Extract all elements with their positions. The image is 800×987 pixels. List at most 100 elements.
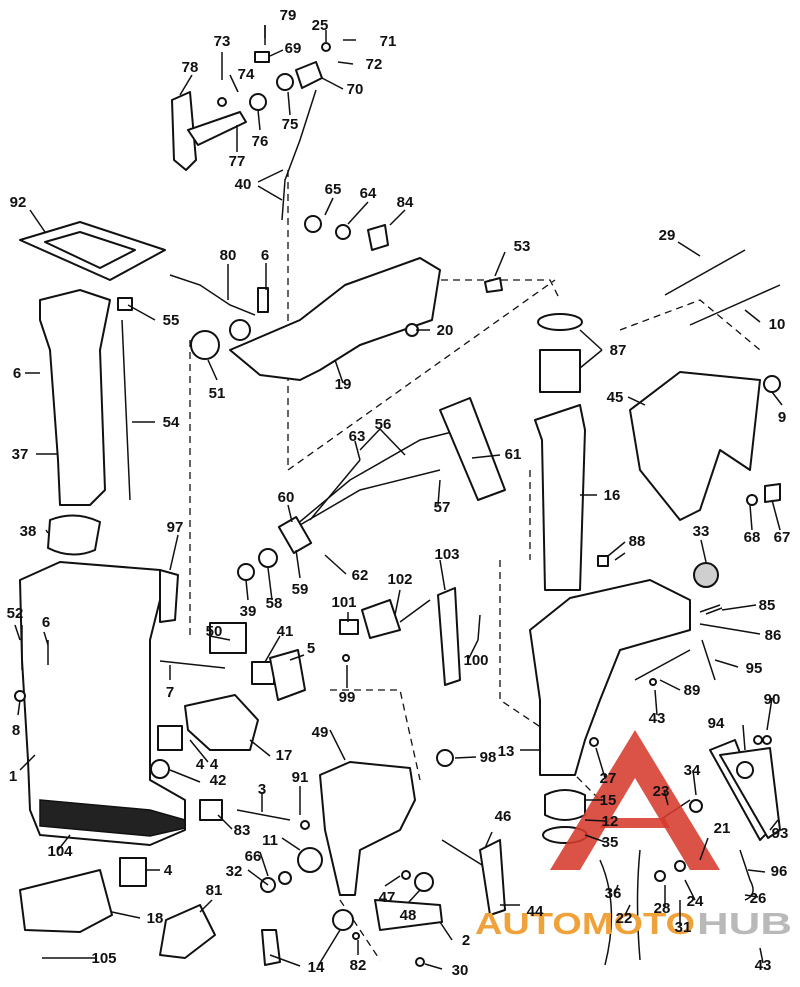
- callout-48: 48: [400, 907, 417, 924]
- callout-6-repeat-lower: 6: [42, 614, 50, 631]
- callout-61: 61: [505, 446, 522, 463]
- callout-42: 42: [210, 772, 227, 789]
- callout-99: 99: [339, 689, 356, 706]
- callout-50: 50: [206, 623, 223, 640]
- callout-21: 21: [714, 820, 731, 837]
- callout-74: 74: [238, 66, 255, 83]
- callout-81: 81: [206, 882, 223, 899]
- callout-16: 16: [604, 487, 621, 504]
- callout-98: 98: [480, 749, 497, 766]
- callout-5: 5: [307, 640, 315, 657]
- callout-56: 56: [375, 416, 392, 433]
- callout-31: 31: [675, 919, 692, 936]
- callout-60: 60: [278, 489, 295, 506]
- callout-103: 103: [434, 546, 459, 563]
- callout-11: 11: [262, 832, 278, 849]
- callout-19: 19: [335, 376, 352, 393]
- callout-24: 24: [687, 893, 704, 910]
- callout-labels: 1 2 3 4 5 6 7 8 9 10 11 12 13 14 15 16 1…: [7, 7, 791, 979]
- callout-27: 27: [600, 770, 617, 787]
- callout-102: 102: [387, 571, 412, 588]
- callout-43: 43: [649, 710, 666, 727]
- callout-9: 9: [778, 409, 786, 426]
- callout-35: 35: [602, 834, 619, 851]
- callout-36: 36: [605, 885, 622, 902]
- callout-25: 25: [312, 17, 329, 34]
- callout-64: 64: [360, 185, 377, 202]
- callout-71: 71: [380, 33, 397, 50]
- callout-86: 86: [765, 627, 782, 644]
- callout-13: 13: [498, 743, 515, 760]
- callout-95: 95: [746, 660, 763, 677]
- callout-29: 29: [659, 227, 676, 244]
- callout-2: 2: [462, 932, 470, 949]
- callout-4-repeat-lower: 4: [164, 862, 173, 879]
- callout-30: 30: [452, 962, 469, 979]
- callout-1: 1: [9, 768, 17, 785]
- callout-8: 8: [12, 722, 20, 739]
- callout-43-repeat: 43: [755, 957, 772, 974]
- callout-44: 44: [527, 903, 544, 920]
- callout-4-repeat-upper: 4: [196, 756, 205, 773]
- callout-7: 7: [166, 684, 174, 701]
- callout-92: 92: [10, 194, 27, 211]
- callout-57: 57: [434, 499, 451, 516]
- callout-6: 6: [261, 247, 269, 264]
- callout-46: 46: [495, 808, 512, 825]
- callout-53: 53: [514, 238, 531, 255]
- callout-68: 68: [744, 529, 761, 546]
- callout-97: 97: [167, 519, 184, 536]
- callout-41: 41: [277, 623, 294, 640]
- callout-72: 72: [366, 56, 383, 73]
- parts-artwork: [14, 25, 781, 967]
- callout-15: 15: [600, 792, 617, 809]
- callout-58: 58: [266, 595, 283, 612]
- callout-26: 26: [750, 890, 767, 907]
- leader-lines: [14, 25, 783, 970]
- callout-89: 89: [684, 682, 701, 699]
- callout-51: 51: [209, 385, 226, 402]
- callout-66: 66: [245, 848, 262, 865]
- watermark-brand-part1: AUTOMOTO: [475, 906, 695, 941]
- callout-45: 45: [607, 389, 624, 406]
- callout-20: 20: [437, 322, 454, 339]
- callout-100: 100: [463, 652, 488, 669]
- callout-94: 94: [708, 715, 725, 732]
- callout-76: 76: [252, 133, 269, 150]
- callout-62: 62: [352, 567, 369, 584]
- callout-23: 23: [653, 783, 670, 800]
- callout-3: 3: [258, 781, 266, 798]
- callout-12: 12: [602, 813, 619, 830]
- callout-55: 55: [163, 312, 180, 329]
- callout-85: 85: [759, 597, 776, 614]
- callout-32: 32: [226, 863, 243, 880]
- callout-14: 14: [308, 959, 325, 976]
- callout-52: 52: [7, 605, 24, 622]
- watermark: AUTOMOTO HUB: [475, 730, 792, 941]
- callout-96: 96: [771, 863, 788, 880]
- callout-4: 4: [210, 756, 219, 773]
- watermark-triangle: [550, 730, 720, 870]
- callout-54: 54: [163, 414, 180, 431]
- callout-88: 88: [629, 533, 646, 550]
- callout-33: 33: [693, 523, 710, 540]
- callout-87: 87: [610, 342, 627, 359]
- callout-73: 73: [214, 33, 231, 50]
- callout-28: 28: [654, 900, 671, 917]
- callout-79: 79: [280, 7, 297, 24]
- callout-65: 65: [325, 181, 342, 198]
- callout-49: 49: [312, 724, 329, 741]
- callout-39: 39: [240, 603, 257, 620]
- callout-10: 10: [769, 316, 786, 333]
- callout-17: 17: [276, 747, 293, 764]
- callout-40: 40: [235, 176, 252, 193]
- callout-67: 67: [774, 529, 791, 546]
- callout-70: 70: [347, 81, 364, 98]
- callout-18: 18: [147, 910, 164, 927]
- callout-75: 75: [282, 116, 299, 133]
- callout-90: 90: [764, 691, 781, 708]
- callout-59: 59: [292, 581, 309, 598]
- callout-101: 101: [331, 594, 356, 611]
- callout-47: 47: [379, 889, 396, 906]
- callout-22: 22: [616, 910, 633, 927]
